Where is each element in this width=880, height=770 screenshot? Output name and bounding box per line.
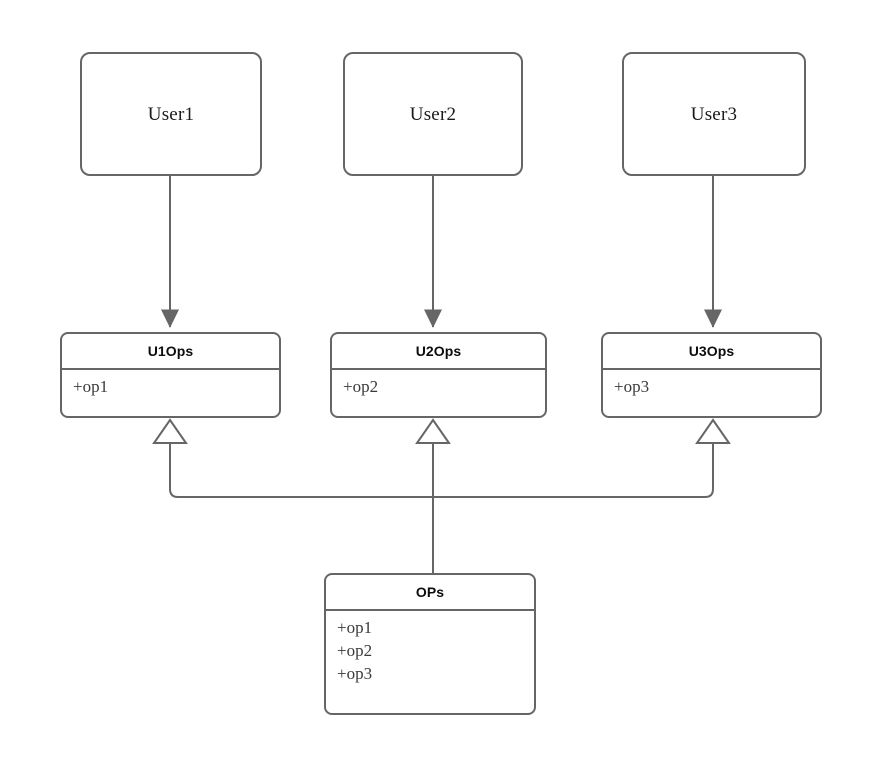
generalization-path-u1ops (169, 442, 433, 498)
class-members-compartment: +op2 (332, 370, 545, 416)
class-title: U3Ops (603, 334, 820, 370)
actor-box-user1[interactable]: User1 (80, 52, 262, 176)
inheritance-triangle-u2ops (415, 418, 451, 444)
class-member: +op2 (337, 640, 373, 660)
class-box-u2ops[interactable]: U2Ops +op2 (330, 332, 547, 418)
class-title: U1Ops (62, 334, 279, 370)
actor-box-user2[interactable]: User2 (343, 52, 523, 176)
inheritance-triangle-u3ops (695, 418, 731, 444)
class-member: +op3 (614, 377, 650, 396)
class-box-u1ops[interactable]: U1Ops +op1 (60, 332, 281, 418)
class-box-u3ops[interactable]: U3Ops +op3 (601, 332, 822, 418)
class-member: +op1 (337, 618, 373, 637)
class-title: OPs (326, 575, 534, 611)
class-member: +op1 (73, 377, 109, 396)
class-members-compartment: +op1 (62, 370, 279, 416)
actor-label: User3 (690, 103, 738, 125)
class-title: U2Ops (332, 334, 545, 370)
class-members-compartment: +op1 +op2 +op3 (326, 611, 534, 713)
generalization-path-u3ops (433, 442, 714, 498)
actor-label: User1 (147, 103, 195, 125)
class-box-ops[interactable]: OPs +op1 +op2 +op3 (324, 573, 536, 715)
class-members-compartment: +op3 (603, 370, 820, 416)
class-member: +op2 (343, 377, 379, 396)
class-member: +op3 (337, 663, 373, 683)
actor-label: User2 (409, 103, 457, 125)
actor-box-user3[interactable]: User3 (622, 52, 806, 176)
inheritance-triangle-u1ops (152, 418, 188, 444)
